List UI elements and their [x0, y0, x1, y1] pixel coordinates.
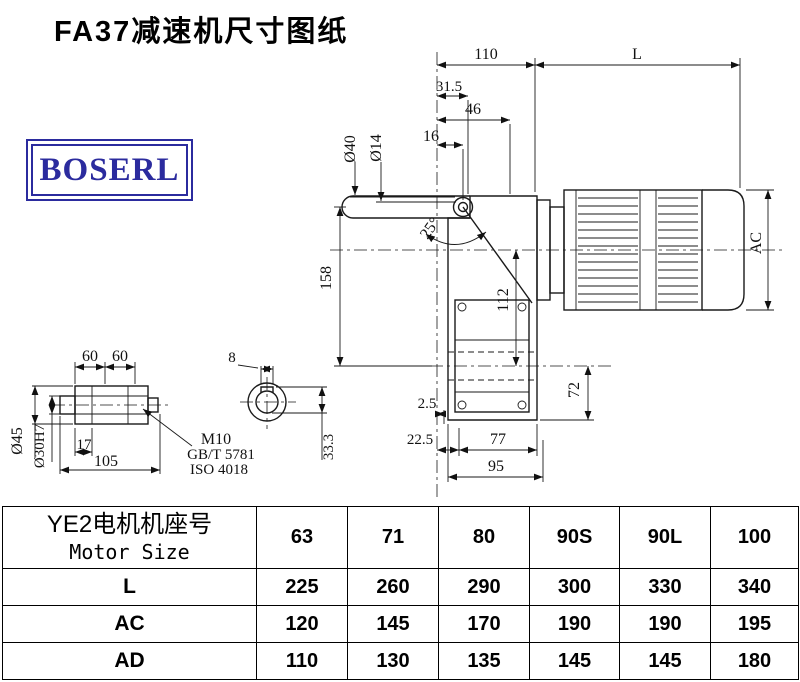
motor-size-header-cell: YE2电机机座号 Motor Size [2, 506, 257, 569]
motor-size-label-en: Motor Size [69, 539, 190, 564]
AC-value: 190 [619, 605, 711, 643]
table-row-L: L 225 260 290 300 330 340 [2, 568, 799, 606]
shaft-section-detail: 8 33.3 [228, 350, 337, 460]
dim-AC-label: AC [748, 232, 765, 254]
motor-size-63: 63 [256, 506, 348, 569]
L-value: 340 [710, 568, 799, 606]
AC-value: 190 [529, 605, 620, 643]
thread-m10-label: M10 [201, 431, 231, 448]
page-title: FA37减速机尺寸图纸 [54, 16, 349, 48]
dim-110-label: 110 [474, 46, 497, 63]
L-value: 300 [529, 568, 620, 606]
dim-77-label: 77 [490, 431, 506, 448]
technical-drawing: 110 L 31.5 46 16 Ø40 Ø14 25° 158 112 AC … [9, 46, 782, 497]
AD-value: 110 [256, 642, 348, 680]
table-header-row: YE2电机机座号 Motor Size 63 71 80 90S 90L 100 [2, 506, 799, 569]
motor-size-80: 80 [438, 506, 530, 569]
dim-dia45-label: Ø45 [9, 427, 26, 455]
dim-33-3-label: 33.3 [321, 434, 337, 460]
dim-2-5-label: 2.5 [418, 396, 437, 412]
L-value: 330 [619, 568, 711, 606]
dim-60-right-label: 60 [112, 348, 128, 365]
motor-size-label-cn: YE2电机机座号 [46, 511, 213, 539]
AD-value: 135 [438, 642, 530, 680]
AC-value: 170 [438, 605, 530, 643]
std-gbt5781-label: GB/T 5781 [187, 447, 255, 463]
AC-value: 195 [710, 605, 799, 643]
fan-cowl [702, 189, 745, 311]
dim-105-label: 105 [94, 453, 118, 470]
main-dimension-labels: 110 L 31.5 46 16 Ø40 Ø14 25° 158 112 AC … [318, 46, 765, 475]
AD-value: 145 [529, 642, 620, 680]
row-label-L: L [2, 568, 257, 606]
motor-fins [578, 197, 698, 303]
dim-22-5-label: 22.5 [407, 432, 433, 448]
std-iso4018-label: ISO 4018 [190, 462, 248, 478]
dim-46-label: 46 [465, 101, 481, 118]
shaft-detail: 60 60 17 105 Ø45 Ø30H7 M10 GB/T 5781 ISO… [9, 348, 255, 478]
dim-72-label: 72 [566, 382, 583, 398]
boserl-logo-text: BOSERL [31, 144, 188, 196]
L-value: 290 [438, 568, 530, 606]
dim-31-5-label: 31.5 [436, 79, 462, 95]
dim-95-label: 95 [488, 458, 504, 475]
motor [536, 189, 745, 311]
AC-value: 145 [347, 605, 439, 643]
AC-value: 120 [256, 605, 348, 643]
dim-17-label: 17 [77, 437, 93, 453]
row-label-AD: AD [2, 642, 257, 680]
dim-60-left-label: 60 [82, 348, 98, 365]
table-row-AC: AC 120 145 170 190 190 195 [2, 605, 799, 643]
centerlines [52, 52, 782, 497]
dim-dia14-label: Ø14 [368, 134, 385, 162]
L-value: 260 [347, 568, 439, 606]
AD-value: 180 [710, 642, 799, 680]
motor-size-100: 100 [710, 506, 799, 569]
AD-value: 130 [347, 642, 439, 680]
boserl-logo: BOSERL [26, 139, 193, 201]
motor-size-71: 71 [347, 506, 439, 569]
motor-size-table: YE2电机机座号 Motor Size 63 71 80 90S 90L 100… [2, 506, 799, 680]
dim-8-label: 8 [228, 350, 236, 366]
L-value: 225 [256, 568, 348, 606]
motor-size-90l: 90L [619, 506, 711, 569]
dim-L-label: L [632, 46, 642, 63]
dim-158-label: 158 [318, 266, 335, 290]
table-row-AD: AD 110 130 135 145 145 180 [2, 642, 799, 680]
dim-dia40-label: Ø40 [342, 135, 359, 163]
dim-112-label: 112 [495, 288, 512, 311]
AD-value: 145 [619, 642, 711, 680]
motor-size-90s: 90S [529, 506, 620, 569]
main-dimensions [334, 58, 774, 482]
dim-16-label: 16 [423, 128, 439, 145]
row-label-AC: AC [2, 605, 257, 643]
dim-dia30h7-label: Ø30H7 [32, 423, 48, 468]
